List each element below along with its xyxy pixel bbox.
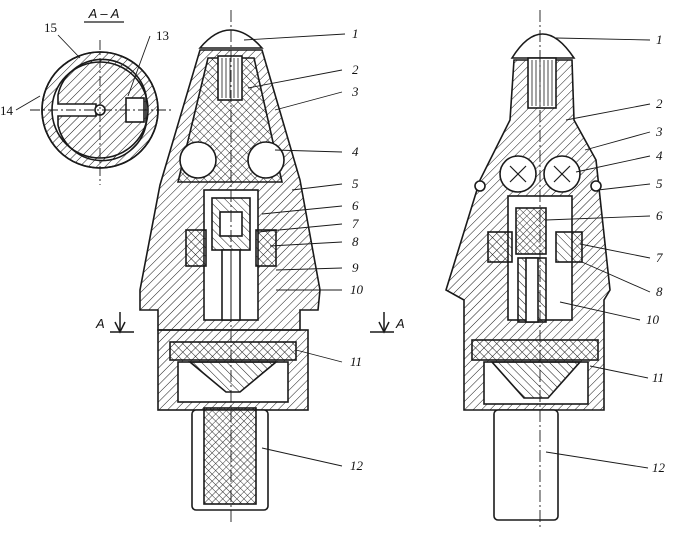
inset-label-14: 14 (0, 103, 14, 118)
section-mark-left: A (95, 316, 105, 331)
right-label-1: 1 (656, 32, 663, 47)
right-leaders (545, 37, 651, 469)
section-mark-right: A (395, 316, 405, 331)
left-label-12: 12 (350, 458, 364, 473)
inset-label-13: 13 (156, 28, 169, 43)
right-label-8: 8 (656, 284, 663, 299)
right-label-12: 12 (652, 460, 666, 475)
right-label-4: 4 (656, 148, 663, 163)
right-label-5: 5 (656, 176, 663, 191)
right-section-view (445, 10, 611, 530)
right-label-6: 6 (656, 208, 663, 223)
left-label-1: 1 (352, 26, 359, 41)
left-label-10: 10 (350, 282, 364, 297)
right-label-3: 3 (655, 124, 663, 139)
right-label-2: 2 (656, 96, 663, 111)
left-label-11: 11 (350, 354, 362, 369)
left-label-4: 4 (352, 144, 359, 159)
left-section-view (139, 10, 321, 525)
section-view-a-a (15, 21, 172, 185)
right-label-7: 7 (656, 250, 663, 265)
section-title: A – A (88, 6, 120, 21)
right-label-10: 10 (646, 312, 660, 327)
left-label-6: 6 (352, 198, 359, 213)
left-label-9: 9 (352, 260, 359, 275)
left-label-3: 3 (351, 84, 359, 99)
section-marks (110, 312, 394, 334)
right-label-11: 11 (652, 370, 664, 385)
left-leaders (243, 33, 346, 467)
left-label-7: 7 (352, 216, 359, 231)
inset-label-15: 15 (44, 20, 57, 35)
left-label-2: 2 (352, 62, 359, 77)
left-label-5: 5 (352, 176, 359, 191)
left-label-8: 8 (352, 234, 359, 249)
